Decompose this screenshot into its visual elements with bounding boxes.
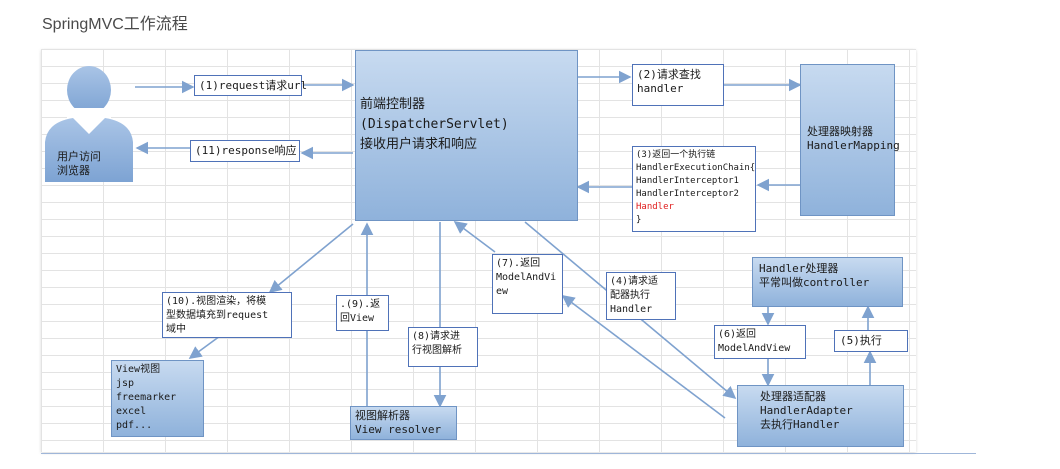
step-4-label: (4)请求适 配器执行 Handler [606,272,676,320]
divider [41,453,976,454]
handler-mapping-node: 处理器映射器 HandlerMapping [800,64,900,216]
step-8-label: (8)请求进 行视图解析 [408,327,478,367]
arrow-s7-to-dispatcher [453,221,496,253]
step-1-label: (1)request请求url [194,75,307,96]
user-label: 用户访问 浏览器 [57,150,101,177]
handler-controller-node: Handler处理器 平常叫做controller [752,257,903,307]
step-9-label: .(9).返 回View [336,295,389,331]
user-browser: 用户访问 浏览器 [43,64,135,184]
step-10-label: (10).视图渲染，将模 型数据填充到request 域中 [162,292,292,338]
page-title: SpringMVC工作流程 [42,16,188,33]
arrow-s10-to-view [188,335,221,359]
step-6-label: (6)返回 ModelAndView [714,325,806,359]
step-11-label: (11)response响应 [190,140,300,162]
arrow-dispatcher-to-s10 [268,223,354,294]
handler-adapter-node: 处理器适配器 HandlerAdapter 去执行Handler [737,385,904,447]
step-7-label: (7).返回 ModelAndVi ew [492,254,563,314]
step-3-label: (3)返回一个执行链 HandlerExecutionChain{ Handle… [632,146,756,232]
view-resolver-node: 视图解析器 View resolver [350,406,457,440]
step-5-label: (5)执行 [834,330,908,352]
dispatcher-servlet-node: 前端控制器 (DispatcherServlet) 接收用户请求和响应 [355,50,578,221]
user-silhouette-icon [45,66,133,182]
view-node: View视图 jsp freemarker excel pdf... [111,360,204,437]
step-2-label: (2)请求查找 handler [632,64,724,106]
arrow-adapter-to-s7 [561,295,726,419]
